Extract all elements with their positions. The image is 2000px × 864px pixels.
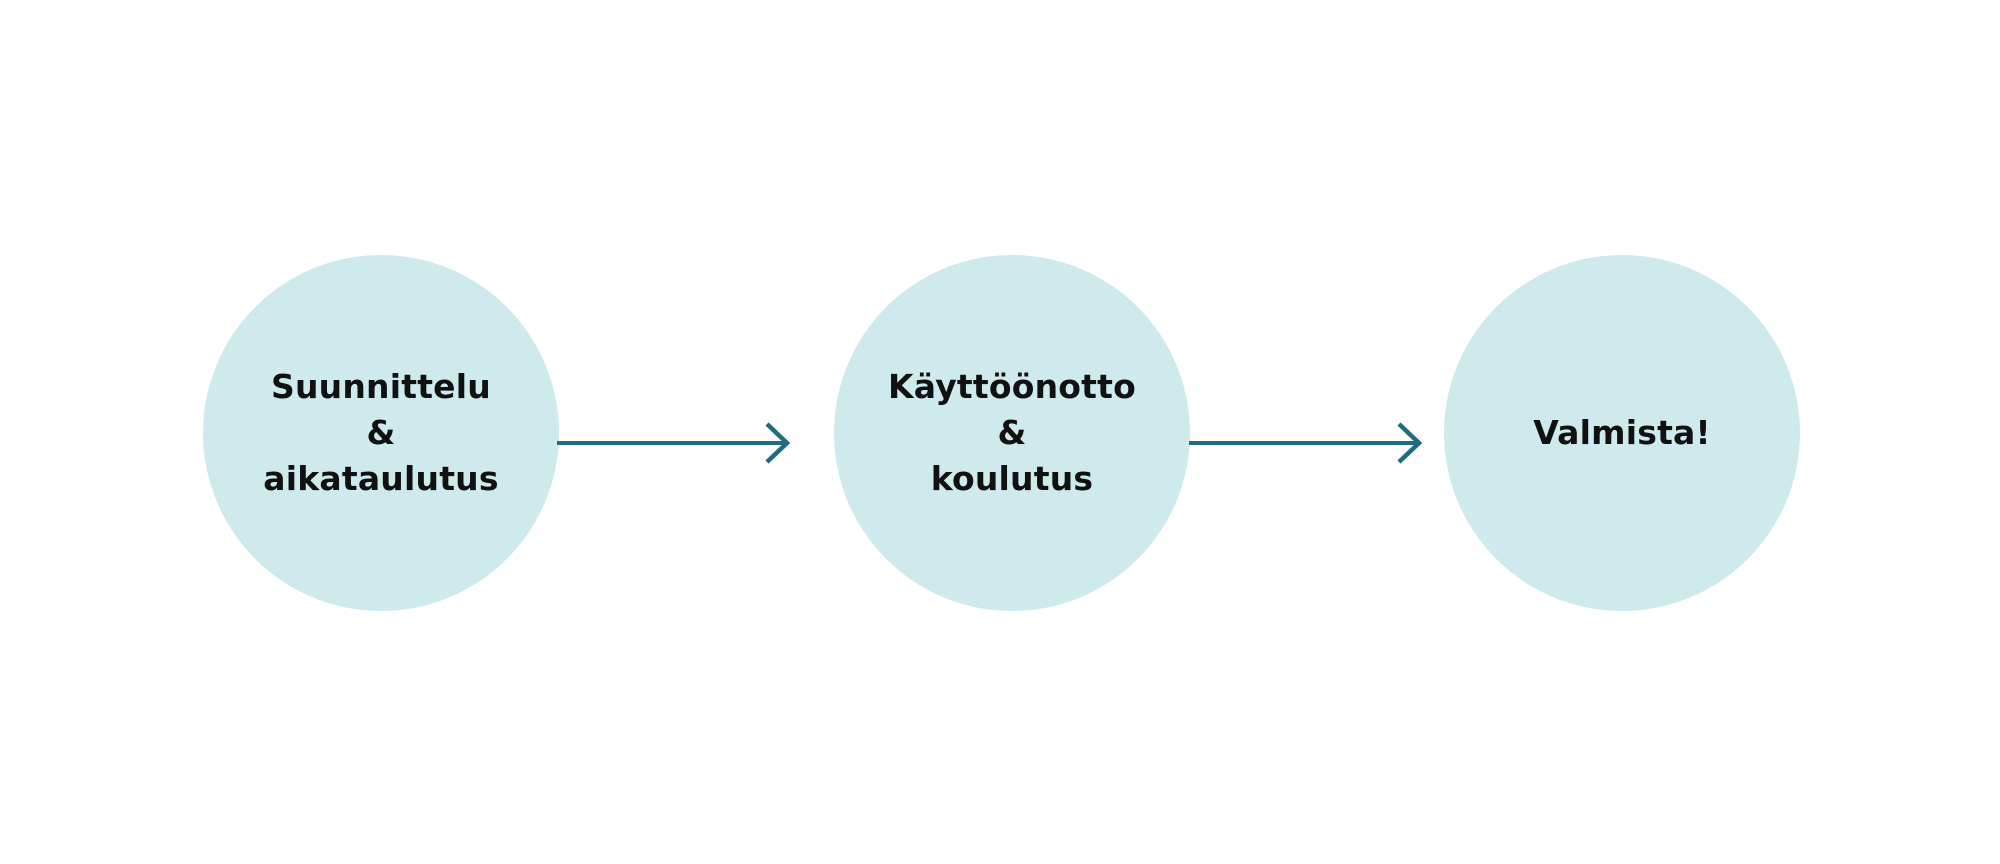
step-label: Valmista! [1533, 410, 1711, 456]
step-deployment-training: Käyttöönotto & koulutus [834, 255, 1190, 611]
step-label-line: Valmista! [1533, 413, 1711, 452]
step-label-line: Suunnittelu [270, 367, 491, 406]
step-label: Käyttöönotto & koulutus [888, 364, 1136, 502]
arrow-right-icon [557, 420, 791, 466]
step-label: Suunnittelu & aikataulutus [263, 364, 498, 502]
step-planning-scheduling: Suunnittelu & aikataulutus [203, 255, 559, 611]
step-label-line: Käyttöönotto [887, 367, 1136, 406]
step-done: Valmista! [1444, 255, 1800, 611]
step-label-line: & [366, 413, 396, 452]
step-label-line: aikataulutus [263, 459, 499, 498]
step-label-line: koulutus [930, 459, 1094, 498]
arrow-right-icon [1189, 420, 1423, 466]
step-label-line: & [997, 413, 1027, 452]
